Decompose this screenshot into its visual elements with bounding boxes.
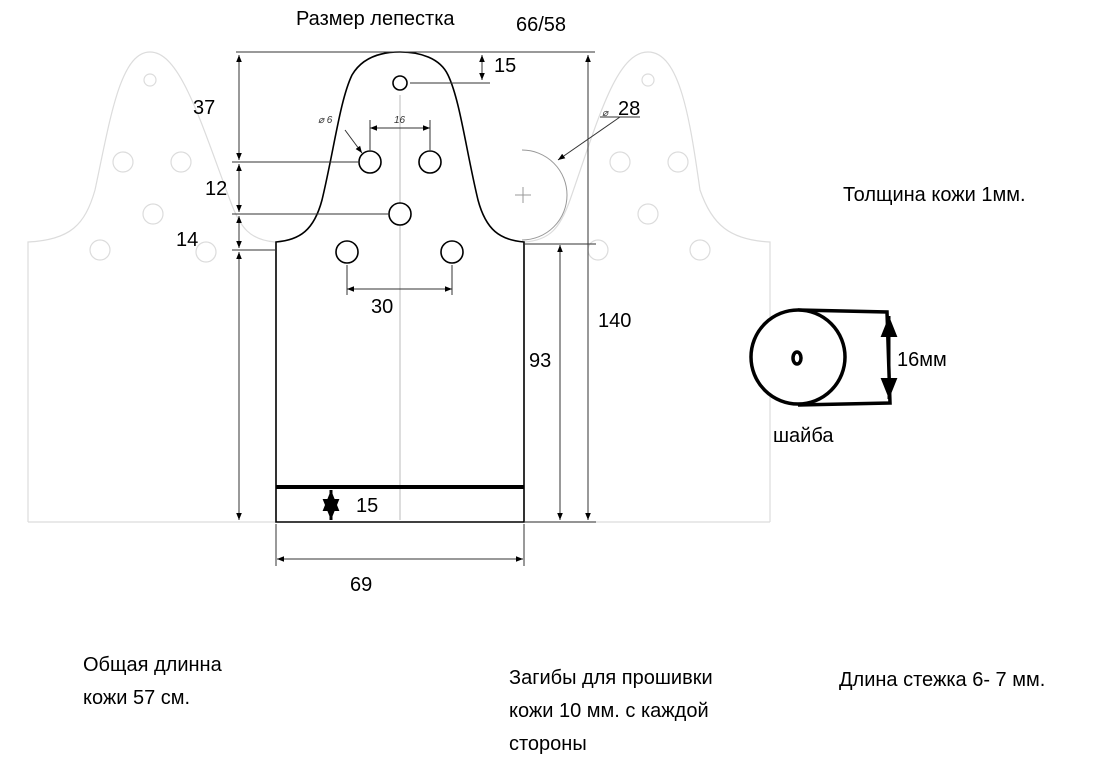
top-hole-offset-label: 15 (494, 55, 517, 77)
washer-label: шайба (773, 425, 834, 447)
ghost-hole (170, 151, 192, 173)
ghost-petals (27, 51, 771, 523)
fold-height-label: 15 (356, 495, 379, 517)
hole-left-lower (335, 240, 359, 264)
side-radius-prefix: ⌀ (602, 108, 609, 119)
gap-14-label: 14 (176, 229, 199, 251)
hole-right-upper (418, 150, 442, 174)
ghost-hole (195, 241, 217, 263)
hole-spacing-small-label: 16 (394, 115, 406, 126)
ghost-hole (667, 151, 689, 173)
ghost-hole (641, 73, 655, 87)
size-ratio-label: 66/58 (516, 14, 567, 36)
washer (749, 308, 892, 407)
thickness-note: Толщина кожи 1мм. (843, 184, 1026, 206)
folds-note: Загибы для прошивки кожи 10 мм. с каждой… (509, 667, 713, 755)
dimension-lines (232, 51, 596, 566)
hole-right-lower (440, 240, 464, 264)
hole-top (392, 75, 408, 91)
diagram-title: Размер лепестка (296, 8, 455, 30)
side-radius-label: 28 (618, 98, 641, 120)
ghost-hole (142, 203, 164, 225)
total-height-label: 140 (598, 310, 632, 332)
washer-hole (791, 350, 803, 366)
ghost-petal-left (27, 51, 276, 522)
ghost-hole (609, 151, 631, 173)
hole-center (388, 202, 412, 226)
radius-leader (557, 116, 621, 161)
stitch-note: Длина стежка 6- 7 мм. (839, 669, 1046, 691)
ghost-hole (637, 203, 659, 225)
hole-left-upper (358, 150, 382, 174)
washer-height-label: 16мм (897, 349, 947, 371)
upper-height-label: 37 (193, 97, 216, 119)
lower-height-label: 93 (529, 350, 552, 372)
gap-12-label: 12 (205, 178, 228, 200)
ghost-hole (89, 239, 111, 261)
total-length-note: Общая длинна кожи 57 см. (83, 654, 222, 709)
radius-circle (515, 149, 568, 241)
ghost-petal-right (524, 51, 771, 522)
ghost-hole (143, 73, 157, 87)
ghost-hole (112, 151, 134, 173)
small-hole-dia-label: ⌀ 6 (318, 115, 333, 126)
width-label: 69 (350, 574, 373, 596)
wide-hole-spacing-label: 30 (371, 296, 394, 318)
ghost-hole (587, 239, 609, 261)
ghost-hole (689, 239, 711, 261)
